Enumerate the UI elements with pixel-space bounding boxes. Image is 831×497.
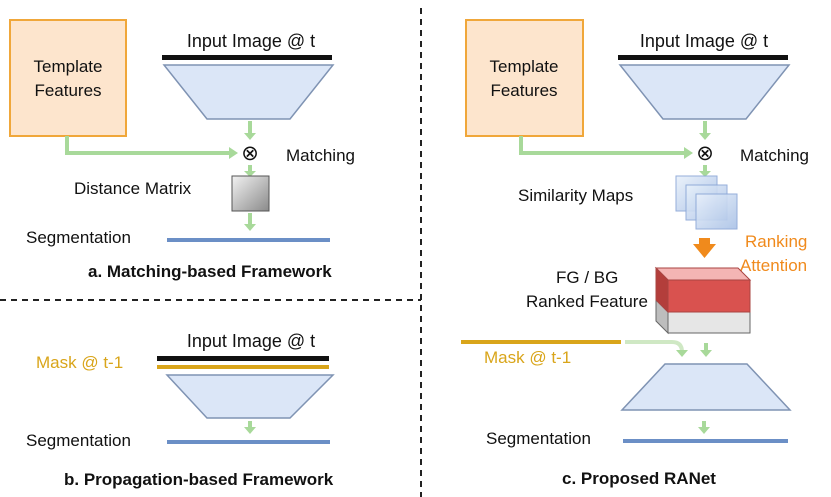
segmentation-label: Segmentation [486,429,591,448]
ranked-bottom-front [667,311,751,334]
mask-merge-arrow-head [676,350,688,357]
matching-label: Matching [740,146,809,165]
matching-label: Matching [286,146,355,165]
template-match-arrow [65,136,230,155]
ranking-arrow-head [693,244,716,258]
distance-matrix-box [231,175,270,212]
encoder-trapezoid [618,64,791,120]
segmentation-line [167,440,330,444]
match-arrow-head [244,171,256,177]
ranked-to-decoder-arrow-head [700,350,712,357]
ranked-top-top [654,267,752,281]
mask-label: Mask @ t-1 [484,348,571,367]
panel-c: Template Features Input Image @ t ⊗ Matc… [461,19,809,488]
ranked-feature-label-line2: Ranked Feature [526,292,648,311]
distance-arrow-head [244,224,256,231]
template-label-line1: Template [490,57,559,76]
distance-matrix-label: Distance Matrix [74,179,192,198]
matching-operator: ⊗ [241,142,259,165]
input-image-label: Input Image @ t [187,31,315,51]
input-image-bar [162,55,332,60]
caption-a: a. Matching-based Framework [88,262,332,281]
ranking-label-line1: Ranking [745,232,807,251]
encoder-trapezoid [165,374,335,419]
ranked-feature-label-line1: FG / BG [556,268,618,287]
segmentation-line [167,238,330,242]
ranked-feature-block [654,266,752,335]
similarity-map-back [695,193,738,230]
input-image-bar [618,55,788,60]
template-match-arrow [519,136,685,155]
template-match-arrow-head [684,147,693,159]
caption-b: b. Propagation-based Framework [64,470,334,489]
input-image-label: Input Image @ t [187,331,315,351]
template-features-box [465,19,584,137]
mask-label: Mask @ t-1 [36,353,123,372]
mask-bar [157,365,329,369]
input-image-bar [157,356,329,361]
encoder-arrow-head [244,133,256,140]
template-features-box [9,19,127,137]
mask-merge-arrow [625,340,684,353]
segmentation-label: Segmentation [26,228,131,247]
template-match-arrow-head [229,147,238,159]
template-label-line1: Template [34,57,103,76]
segmentation-label: Segmentation [26,431,131,450]
panel-b: Input Image @ t Mask @ t-1 Segmentation … [26,331,335,489]
caption-c: c. Proposed RANet [562,469,716,488]
encoder-arrow-head [699,133,711,140]
similarity-maps-stack [675,175,738,230]
input-image-label: Input Image @ t [640,31,768,51]
ranking-label-line2: Attention [740,256,807,275]
template-label-line2: Features [490,81,557,100]
matching-operator: ⊗ [696,142,714,165]
ranked-top-side [655,266,669,314]
segmentation-line [623,439,788,443]
mask-bar [461,340,621,344]
ranked-top-front [667,279,751,313]
similarity-maps-label: Similarity Maps [518,186,633,205]
encoder-trapezoid [162,64,335,120]
decoder-trapezoid [620,363,792,411]
decoder-arrow-head [698,427,710,434]
match-arrow-head [699,171,711,177]
panel-a: Template Features Input Image @ t ⊗ Matc… [9,19,355,281]
encoder-arrow-head [244,427,256,434]
template-label-line2: Features [34,81,101,100]
ranking-arrow-shaft [699,238,710,245]
